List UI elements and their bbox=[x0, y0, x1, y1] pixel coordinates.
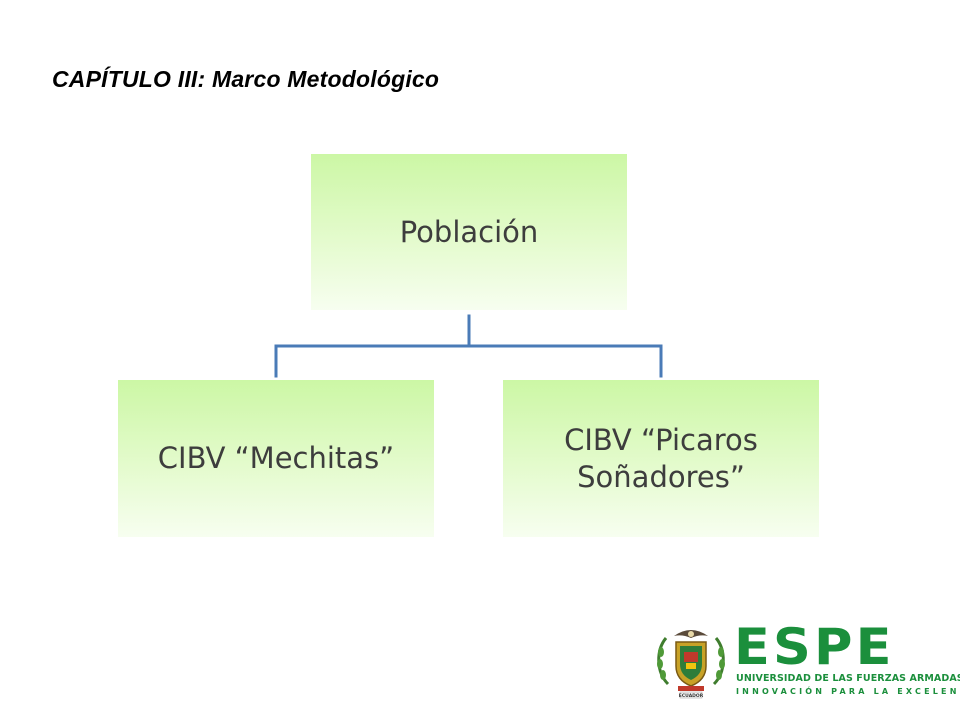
seal-text: ECUADOR bbox=[679, 693, 704, 699]
diagram-node-root: Población bbox=[311, 154, 627, 310]
diagram-node-root-label: Población bbox=[399, 215, 539, 249]
espe-seal-icon: ECUADOR bbox=[657, 630, 725, 699]
logo-wordmark: ESPE bbox=[734, 618, 895, 676]
espe-logo: ECUADOR ESPE UNIVERSIDAD DE LAS FUERZAS … bbox=[652, 618, 960, 702]
logo-tagline: INNOVACIÓN PARA LA EXCELENCIA bbox=[736, 687, 960, 696]
slide-title: CAPÍTULO III: Marco Metodológico bbox=[52, 66, 440, 92]
logo-university-name: UNIVERSIDAD DE LAS FUERZAS ARMADAS bbox=[736, 673, 960, 684]
diagram-node-child-1: CIBV “Mechitas” bbox=[118, 380, 434, 537]
diagram-node-child-2: CIBV “Picaros Soñadores” bbox=[503, 380, 819, 537]
diagram-node-child-1-label: CIBV “Mechitas” bbox=[157, 441, 395, 476]
diagram-node-child-2-label: CIBV “Picaros Soñadores” bbox=[564, 423, 758, 494]
